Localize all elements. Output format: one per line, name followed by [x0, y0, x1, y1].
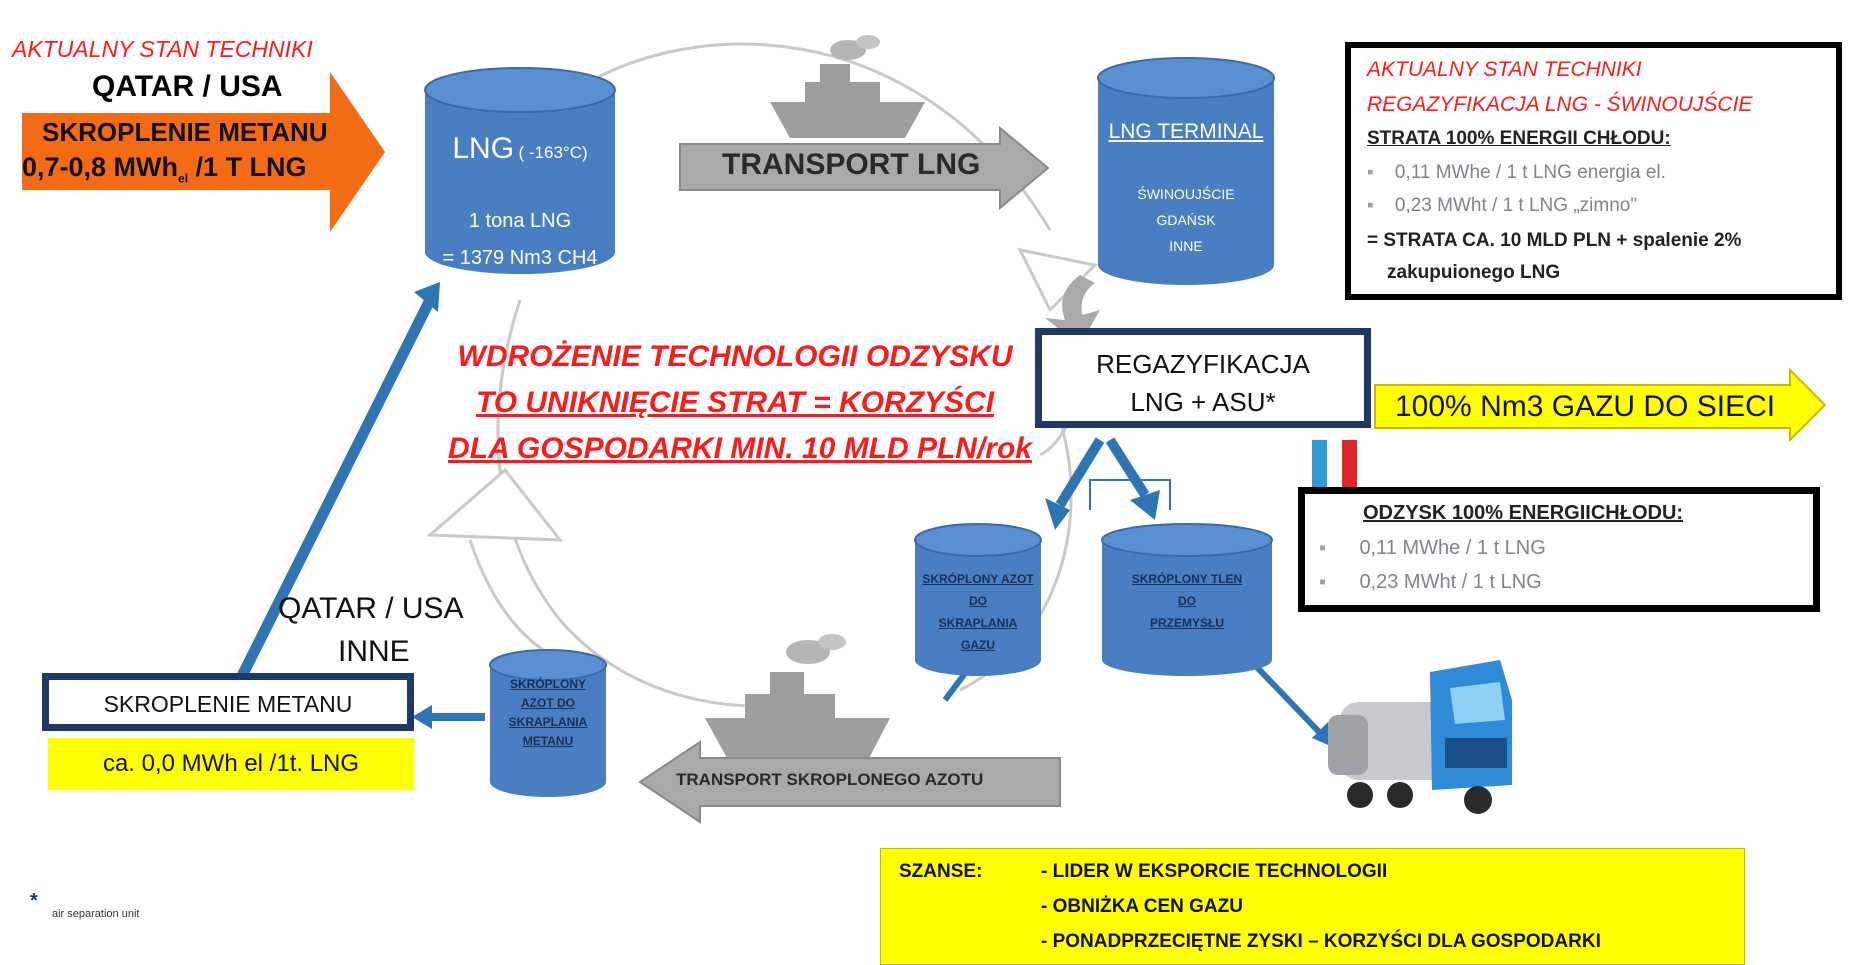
terminal-place-2: GDAŃSK — [1156, 212, 1216, 228]
azot-metan-cyl-label: SKRÓPLONY AZOT DO SKRAPLANIA METANU — [490, 675, 606, 751]
lng-tank-temp: ( -163°C) — [518, 143, 588, 162]
azot-cyl-label: SKRÓPLONY AZOT DO SKRAPLANIA GAZU — [915, 568, 1041, 656]
tlen-to-truck-arrow — [1247, 657, 1325, 738]
skroplenie-yellow-label: ca. 0,0 MWh el /1t. LNG — [102, 750, 360, 777]
tlen-cyl-label: SKRÓPLONY TLEN DO PRZEMYSŁU — [1102, 568, 1272, 634]
szanse-box: SZANSE: - LIDER W EKSPORCIE TECHNOLOGII … — [880, 848, 1745, 965]
terminal-title: LNG TERMINAL — [1108, 120, 1264, 143]
terminal-place-3: INNE — [1169, 238, 1203, 254]
stan-box-sum-line2: zakupuionego LNG — [1387, 262, 1561, 283]
regas-line1: REGAZYFIKACJA — [1096, 349, 1310, 379]
tlen-line: DO — [1178, 594, 1196, 608]
azot-line: DO — [969, 594, 987, 608]
terminal-cylinder — [1097, 57, 1275, 285]
azot-metan-line: SKRAPLANIA — [508, 715, 588, 729]
energy-unit: /1 T LNG — [188, 152, 307, 182]
energy-value: 0,7-0,8 MWh — [22, 152, 179, 182]
azot-cylinder — [914, 523, 1042, 676]
azot-metan-line: SKRÓPLONY — [509, 677, 586, 691]
tlen-line: PRZEMYSŁU — [1149, 616, 1224, 630]
bullet-icon: ▪ — [1367, 162, 1374, 183]
orange-arrow-line1: SKROPLENIE METANU — [42, 117, 328, 147]
skroplenie-box-label: SKROPLENIE METANU — [103, 691, 353, 717]
energy-sub: el — [178, 171, 189, 186]
footnote-text: air separation unit — [52, 908, 140, 920]
center-red-line1: WDROŻENIE TECHNOLOGII ODZYSKU — [457, 340, 1013, 373]
orange-arrow — [22, 72, 385, 232]
transport-lng-arrow — [679, 125, 1050, 211]
bullet1-text: 0,11 MWhe / 1 t LNG energia el. — [1394, 162, 1666, 183]
center-red-line3: DLA GOSPODARKI MIN. 10 MLD PLN/rok — [448, 432, 1032, 465]
origin-inne: INNE — [338, 635, 410, 668]
stan-box-title2: REGAZYFIKACJA LNG - ŚWINOUJŚCIE — [1367, 93, 1753, 116]
odzysk-box: ODZYSK 100% ENERGIICHŁODU: ▪ 0,11 MWhe /… — [1298, 487, 1820, 612]
azot-line: SKRÓPLONY AZOT — [922, 572, 1034, 586]
szanse-item-3: - PONADPRZECIĘTNE ZYSKI – KORZYŚCI DLA G… — [1041, 931, 1601, 952]
terminal-place-1: ŚWINOUJŚCIE — [1137, 186, 1235, 202]
stan-box-sum-line1: = STRATA CA. 10 MLD PLN + spalenie 2% — [1367, 230, 1742, 251]
origin-qatar-usa-top: QATAR / USA — [92, 70, 283, 103]
odzysk-bullet1: ▪ 0,11 MWhe / 1 t LNG — [1319, 537, 1546, 560]
odzysk-bullet2-text: 0,23 MWht / 1 t LNG — [1359, 571, 1542, 593]
regas-arrow-left — [1055, 437, 1105, 508]
lng-tank-line1: 1 tona LNG — [468, 210, 572, 232]
lng-tank-title-row: LNG ( -163°C) — [425, 132, 615, 166]
skroplenie-yellow: ca. 0,0 MWh el /1t. LNG — [48, 738, 414, 790]
tlen-cylinder — [1101, 523, 1273, 676]
azot-metan-cylinder — [489, 649, 607, 797]
odzysk-header: ODZYSK 100% ENERGIICHŁODU: — [1363, 502, 1684, 524]
lng-tank-cylinder — [424, 67, 616, 274]
transport-azot-label: TRANSPORT SKROPLONEGO AZOTU — [676, 770, 984, 789]
odzysk-bullet1-text: 0,11 MWhe / 1 t LNG — [1359, 537, 1546, 559]
tlen-line: SKRÓPLONY TLEN — [1131, 572, 1243, 586]
azot-line: SKRAPLANIA — [938, 616, 1018, 630]
transport-lng-label: TRANSPORT LNG — [722, 148, 981, 181]
azot-metan-line: METANU — [522, 734, 574, 748]
up-arrow-to-lng — [235, 297, 435, 683]
transport-azot-arrow — [638, 740, 1061, 824]
stan-box-bullet2: ▪ 0,23 MWht / 1 t LNG „zimno" — [1367, 195, 1637, 217]
regas-arrow-right — [1105, 437, 1150, 498]
footnote-star: * — [30, 890, 38, 912]
terminal-to-regas-arrow — [1045, 275, 1100, 345]
bullet-icon: ▪ — [1367, 195, 1374, 216]
azot-metan-line: AZOT DO — [521, 696, 575, 710]
stan-techniki-label: AKTUALNY STAN TECHNIKI — [12, 36, 313, 62]
lng-tank-title: LNG — [452, 132, 515, 165]
azot-line: GAZU — [961, 638, 995, 652]
orange-arrow-line2: 0,7-0,8 MWhel /1 T LNG — [22, 152, 307, 185]
szanse-label: SZANSE: — [899, 861, 983, 882]
lng-tank-line2: = 1379 Nm3 CH4 — [442, 247, 598, 269]
ship-bottom-icon — [705, 634, 890, 760]
regas-box: REGAZYFIKACJA LNG + ASU* — [1035, 328, 1371, 428]
ship-top-icon — [770, 35, 925, 138]
regas-line2: LNG + ASU* — [1130, 387, 1276, 417]
truck-icon — [1328, 660, 1512, 814]
odzysk-bullet2: ▪ 0,23 MWht / 1 t LNG — [1319, 571, 1542, 594]
cycle-arrow-left — [426, 467, 564, 542]
szanse-item-1: - LIDER W EKSPORCIE TECHNOLOGII — [1041, 861, 1388, 882]
bullet-icon: ▪ — [1319, 571, 1327, 593]
stan-techniki-box: AKTUALNY STAN TECHNIKI REGAZYFIKACJA LNG… — [1345, 42, 1842, 300]
stan-box-title1: AKTUALNY STAN TECHNIKI — [1367, 58, 1642, 81]
gas-arrow — [1374, 367, 1827, 443]
stan-box-bullet1: ▪ 0,11 MWhe / 1 t LNG energia el. — [1367, 162, 1666, 184]
szanse-item-2: - OBNIŻKA CEN GAZU — [1041, 896, 1243, 917]
bullet-icon: ▪ — [1319, 537, 1327, 559]
gas-arrow-label: 100% Nm3 GAZU DO SIECI — [1395, 390, 1776, 423]
bullet2-text: 0,23 MWht / 1 t LNG „zimno" — [1394, 195, 1638, 216]
center-red-line2: TO UNIKNIĘCIE STRAT = KORZYŚCI — [475, 386, 995, 419]
skroplenie-box: SKROPLENIE METANU — [42, 673, 414, 731]
origin-qatar-usa-bottom: QATAR / USA — [278, 592, 464, 625]
stan-box-strata-header: STRATA 100% ENERGII CHŁODU: — [1367, 128, 1671, 149]
